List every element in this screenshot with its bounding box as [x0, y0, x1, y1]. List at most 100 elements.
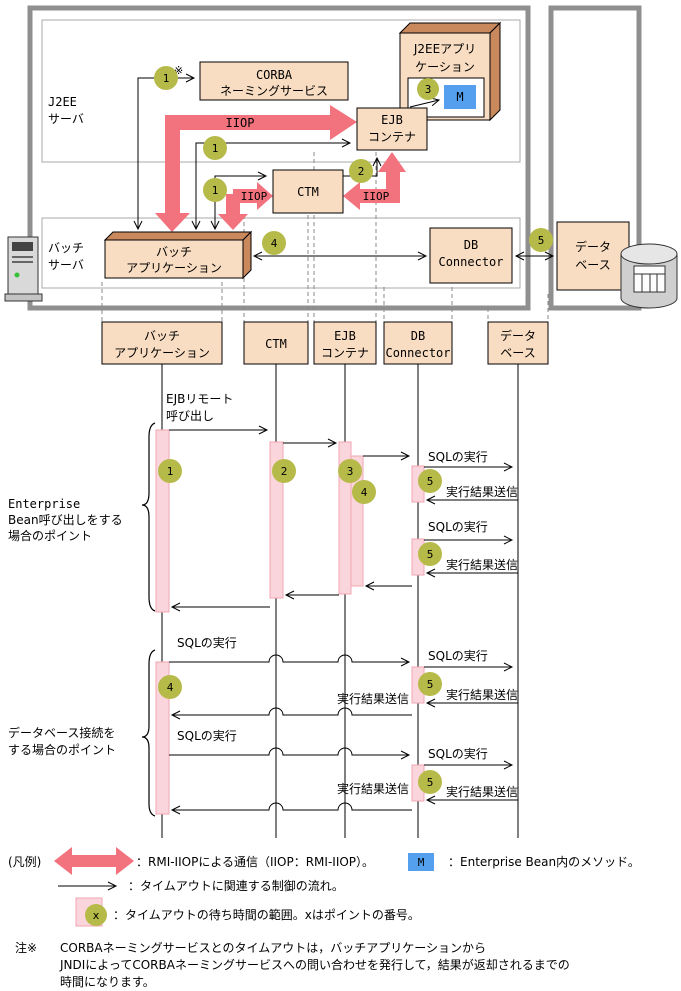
svg-text:データベース接続を: データベース接続を [8, 725, 115, 740]
msg-sql-exec: SQLの実行 [428, 746, 488, 761]
svg-text:3: 3 [425, 83, 432, 96]
group-db-connect: データベース接続を する場合のポイント [8, 649, 156, 817]
svg-text:1: 1 [163, 72, 170, 85]
corba-naming-service-box: CORBA ネーミングサービス [199, 61, 349, 101]
msg-send-result: 実行結果送信 [337, 781, 409, 796]
database-label2: ベース [575, 258, 610, 272]
wait-bar-batch-2 [155, 661, 170, 815]
flow-to-method [409, 97, 441, 108]
seq-point-5b: 5 [418, 542, 442, 566]
svg-text:CTM: CTM [265, 337, 287, 351]
msg-sql-exec: SQLの実行 [428, 449, 488, 464]
db-connector-box: DB Connector [429, 227, 513, 284]
svg-text:1: 1 [212, 184, 219, 197]
svg-text:2: 2 [358, 165, 365, 178]
msg-sql-exec: SQLの実行 [177, 728, 237, 743]
seq-point-4b: 4 [158, 675, 182, 699]
svg-text:3: 3 [347, 465, 354, 478]
batch-application-box: バッチ アプリケーション [103, 230, 253, 280]
batch-app-label: バッチ [156, 245, 192, 259]
svg-text:コンテナ: コンテナ [321, 346, 369, 360]
sequence-headers: バッチ アプリケーション CTM EJB コンテナ DB Connector デ… [101, 321, 549, 365]
seq-point-4: 4 [352, 480, 376, 504]
seq-point-3: 3 [338, 459, 362, 483]
sequence-messages-block1: EJBリモート 呼び出し SQLの実行 実行結果送信 SQLの実行 実行結果送信 [166, 392, 518, 612]
ejb-label2: コンテナ [368, 130, 416, 144]
legend-method-swatch [408, 853, 434, 871]
svg-text:ベース: ベース [500, 346, 535, 360]
legend: (凡例) ：RMI-IIOPによる通信（IIOP：RMI-IIOP）。 M ：E… [8, 847, 640, 927]
database-cylinder-icon [620, 243, 678, 309]
wait-bar-batch-1 [155, 429, 170, 613]
footnote-line2: JNDIによってCORBAネーミングサービスへの問い合わせを発行して，結果が返却… [59, 957, 570, 972]
rmi-iiop-arrow-ctm-ejb [343, 152, 406, 210]
ejb-container-box: EJB コンテナ [356, 107, 428, 151]
header-ctm [243, 321, 309, 365]
db-server-machine-frame [548, 5, 642, 311]
point-4: 4 [262, 231, 286, 255]
msg-ejb-remote-call: EJBリモート [166, 392, 233, 406]
svg-text:EJB: EJB [334, 329, 356, 343]
svg-text:2: 2 [281, 465, 288, 478]
svg-text:DB: DB [411, 329, 425, 343]
header-batch-app [101, 321, 223, 365]
footnote-mark: 注※ [15, 940, 37, 955]
timeout-wait-bars [155, 429, 425, 815]
database-label: データ [575, 239, 611, 254]
svg-text:データ: データ [500, 328, 536, 343]
j2ee-app-label: J2EEアプリ [413, 42, 476, 56]
svg-text:4: 4 [167, 681, 174, 694]
msg-send-result: 実行結果送信 [446, 557, 518, 572]
svg-text:1: 1 [167, 465, 174, 478]
point-2: 2 [349, 159, 373, 183]
svg-text:Bean呼び出しをする: Bean呼び出しをする [8, 513, 123, 527]
corba-label: CORBA [256, 68, 293, 82]
msg-send-result: 実行結果送信 [337, 691, 409, 706]
ctm-label: CTM [297, 185, 319, 199]
flow-batch-ctm [210, 171, 268, 231]
note-reference-mark: ※ [174, 64, 183, 77]
svg-text:アプリケーション: アプリケーション [114, 346, 210, 360]
msg-send-result: 実行結果送信 [446, 784, 518, 799]
j2ee-application-box: J2EEアプリ ケーション M [398, 21, 502, 122]
legend-method-label: M [418, 856, 425, 869]
header-database [487, 321, 549, 365]
ctm-box: CTM [272, 169, 344, 214]
footnote: 注※ CORBAネーミングサービスとのタイムアウトは，バッチアプリケーションから… [15, 940, 570, 989]
sequence-messages-block2: SQLの実行 SQLの実行 実行結果送信 実行結果送信 SQLの実行 SQLの実… [169, 635, 518, 815]
database-box: データ ベース [556, 221, 630, 291]
point-3: 3 [417, 78, 439, 100]
app-server-machine-frame [27, 5, 531, 311]
svg-text:5: 5 [427, 678, 434, 691]
j2ee-server-label: J2EE [48, 95, 77, 109]
point-1-ejb: 1 [203, 136, 227, 160]
legend-wait-swatch: x [75, 897, 107, 927]
legend-method-desc: ：Enterprise Bean内のメソッド。 [448, 855, 640, 869]
svg-text:場合のポイント: 場合のポイント [8, 528, 92, 543]
seq-point-1: 1 [158, 459, 182, 483]
server-labels: J2EE サーバ バッチ サーバ [48, 95, 84, 272]
svg-text:4: 4 [271, 237, 278, 250]
legend-rmi-desc: ：RMI-IIOPによる通信（IIOP：RMI-IIOP）。 [136, 855, 374, 869]
header-ejb [313, 321, 377, 365]
legend-flow-desc: ：タイムアウトに関連する制御の流れ。 [128, 878, 344, 893]
svg-text:5: 5 [538, 234, 545, 247]
method-label: M [456, 90, 463, 104]
svg-text:1: 1 [212, 142, 219, 155]
svg-text:5: 5 [427, 548, 434, 561]
svg-text:する場合のポイント: する場合のポイント [8, 742, 116, 757]
iiop-label-2: IIOP [241, 190, 268, 203]
header-db-connector [383, 321, 453, 365]
server-tower-icon [4, 236, 43, 302]
batch-server-label2: サーバ [48, 258, 84, 272]
point-1-corba: 1 [154, 66, 178, 90]
footnote-line1: CORBAネーミングサービスとのタイムアウトは，バッチアプリケーションから [60, 941, 486, 955]
db-connector-label2: Connector [438, 255, 503, 269]
method-box [444, 85, 476, 109]
point-1-ctm: 1 [203, 178, 227, 202]
msg-sql-exec: SQLの実行 [177, 635, 237, 650]
iiop-labels: IIOP IIOP IIOP [226, 116, 390, 203]
point-circles-sequence: 1 2 3 4 5 5 4 5 5 [158, 459, 442, 794]
